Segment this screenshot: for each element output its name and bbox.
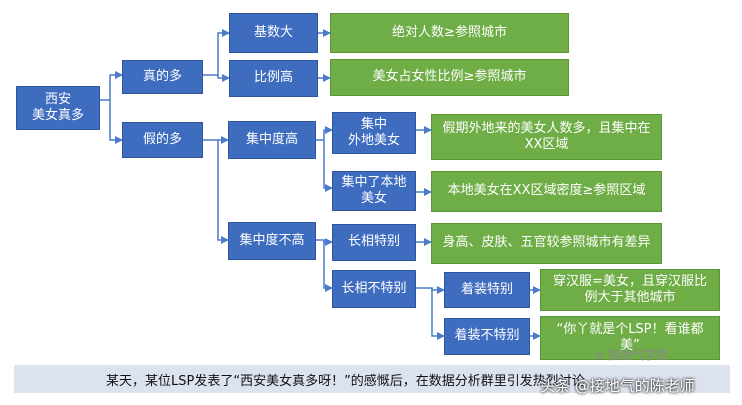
connector-notspecial-dress bbox=[416, 286, 445, 294]
node-outsiders-desc: 假期外地来的美女人数多，且集中在 XX区域 bbox=[431, 114, 662, 160]
watermark-large: 头条 @接地气的陈老师 bbox=[540, 377, 695, 395]
connector-root-real bbox=[100, 71, 123, 101]
watermark-small: ⊛ 接地气学堂 bbox=[594, 348, 668, 362]
node-base-large-desc: 绝对人数≥参照城市 bbox=[330, 13, 569, 53]
node-looks-special: 长相特别 bbox=[332, 224, 416, 261]
connector-real-ratio bbox=[217, 74, 230, 82]
node-locals: 集中了本地 美女 bbox=[332, 171, 416, 211]
connector-conc-locals bbox=[323, 140, 333, 192]
node-dress-special-desc: 穿汉服=美女，且穿汉服比 例大于其他城市 bbox=[540, 269, 720, 311]
node-fake: 假的多 bbox=[122, 122, 203, 158]
caption-bar: 某天，某位LSP发表了“西安美女真多呀！”的感慨后，在数据分析群里引发热烈讨论 bbox=[14, 365, 730, 393]
node-real: 真的多 bbox=[122, 60, 203, 94]
connector-notspecial-notdress bbox=[431, 288, 445, 340]
node-concentrated: 集中度高 bbox=[228, 121, 316, 159]
node-dress-not-special-desc: “你丫就是个LSP！看谁都 美” bbox=[540, 316, 720, 360]
node-base-large: 基数大 bbox=[229, 13, 318, 53]
node-looks-special-desc: 身高、皮肤、五官较参照城市有差异 bbox=[431, 223, 662, 264]
connector-real-base bbox=[203, 29, 230, 76]
caption-text: 某天，某位LSP发表了“西安美女真多呀！”的感慨后，在数据分析群里引发热烈讨论 bbox=[106, 373, 585, 389]
node-not-concentrated: 集中度不高 bbox=[228, 222, 316, 260]
node-ratio-high: 比例高 bbox=[229, 60, 318, 97]
node-locals-desc: 本地美女在XX区域密度≥参照区域 bbox=[431, 171, 662, 212]
wechat-icon: ⊛ bbox=[594, 348, 608, 362]
node-ratio-high-desc: 美女占女性比例≥参照城市 bbox=[330, 59, 569, 96]
node-looks-not-special: 长相不特别 bbox=[332, 270, 416, 308]
connector-notconc-notspecial bbox=[323, 240, 333, 292]
connector-conc-outsiders bbox=[316, 126, 333, 141]
connector-root-fake bbox=[109, 100, 123, 144]
node-root: 西安 美女真多 bbox=[16, 86, 100, 130]
node-dress-special: 着装特别 bbox=[444, 272, 530, 308]
node-dress-not-special: 着装不特别 bbox=[444, 318, 530, 355]
connector-fake-notconcentrated bbox=[217, 140, 229, 244]
node-outsiders: 集中 外地美女 bbox=[332, 112, 416, 154]
